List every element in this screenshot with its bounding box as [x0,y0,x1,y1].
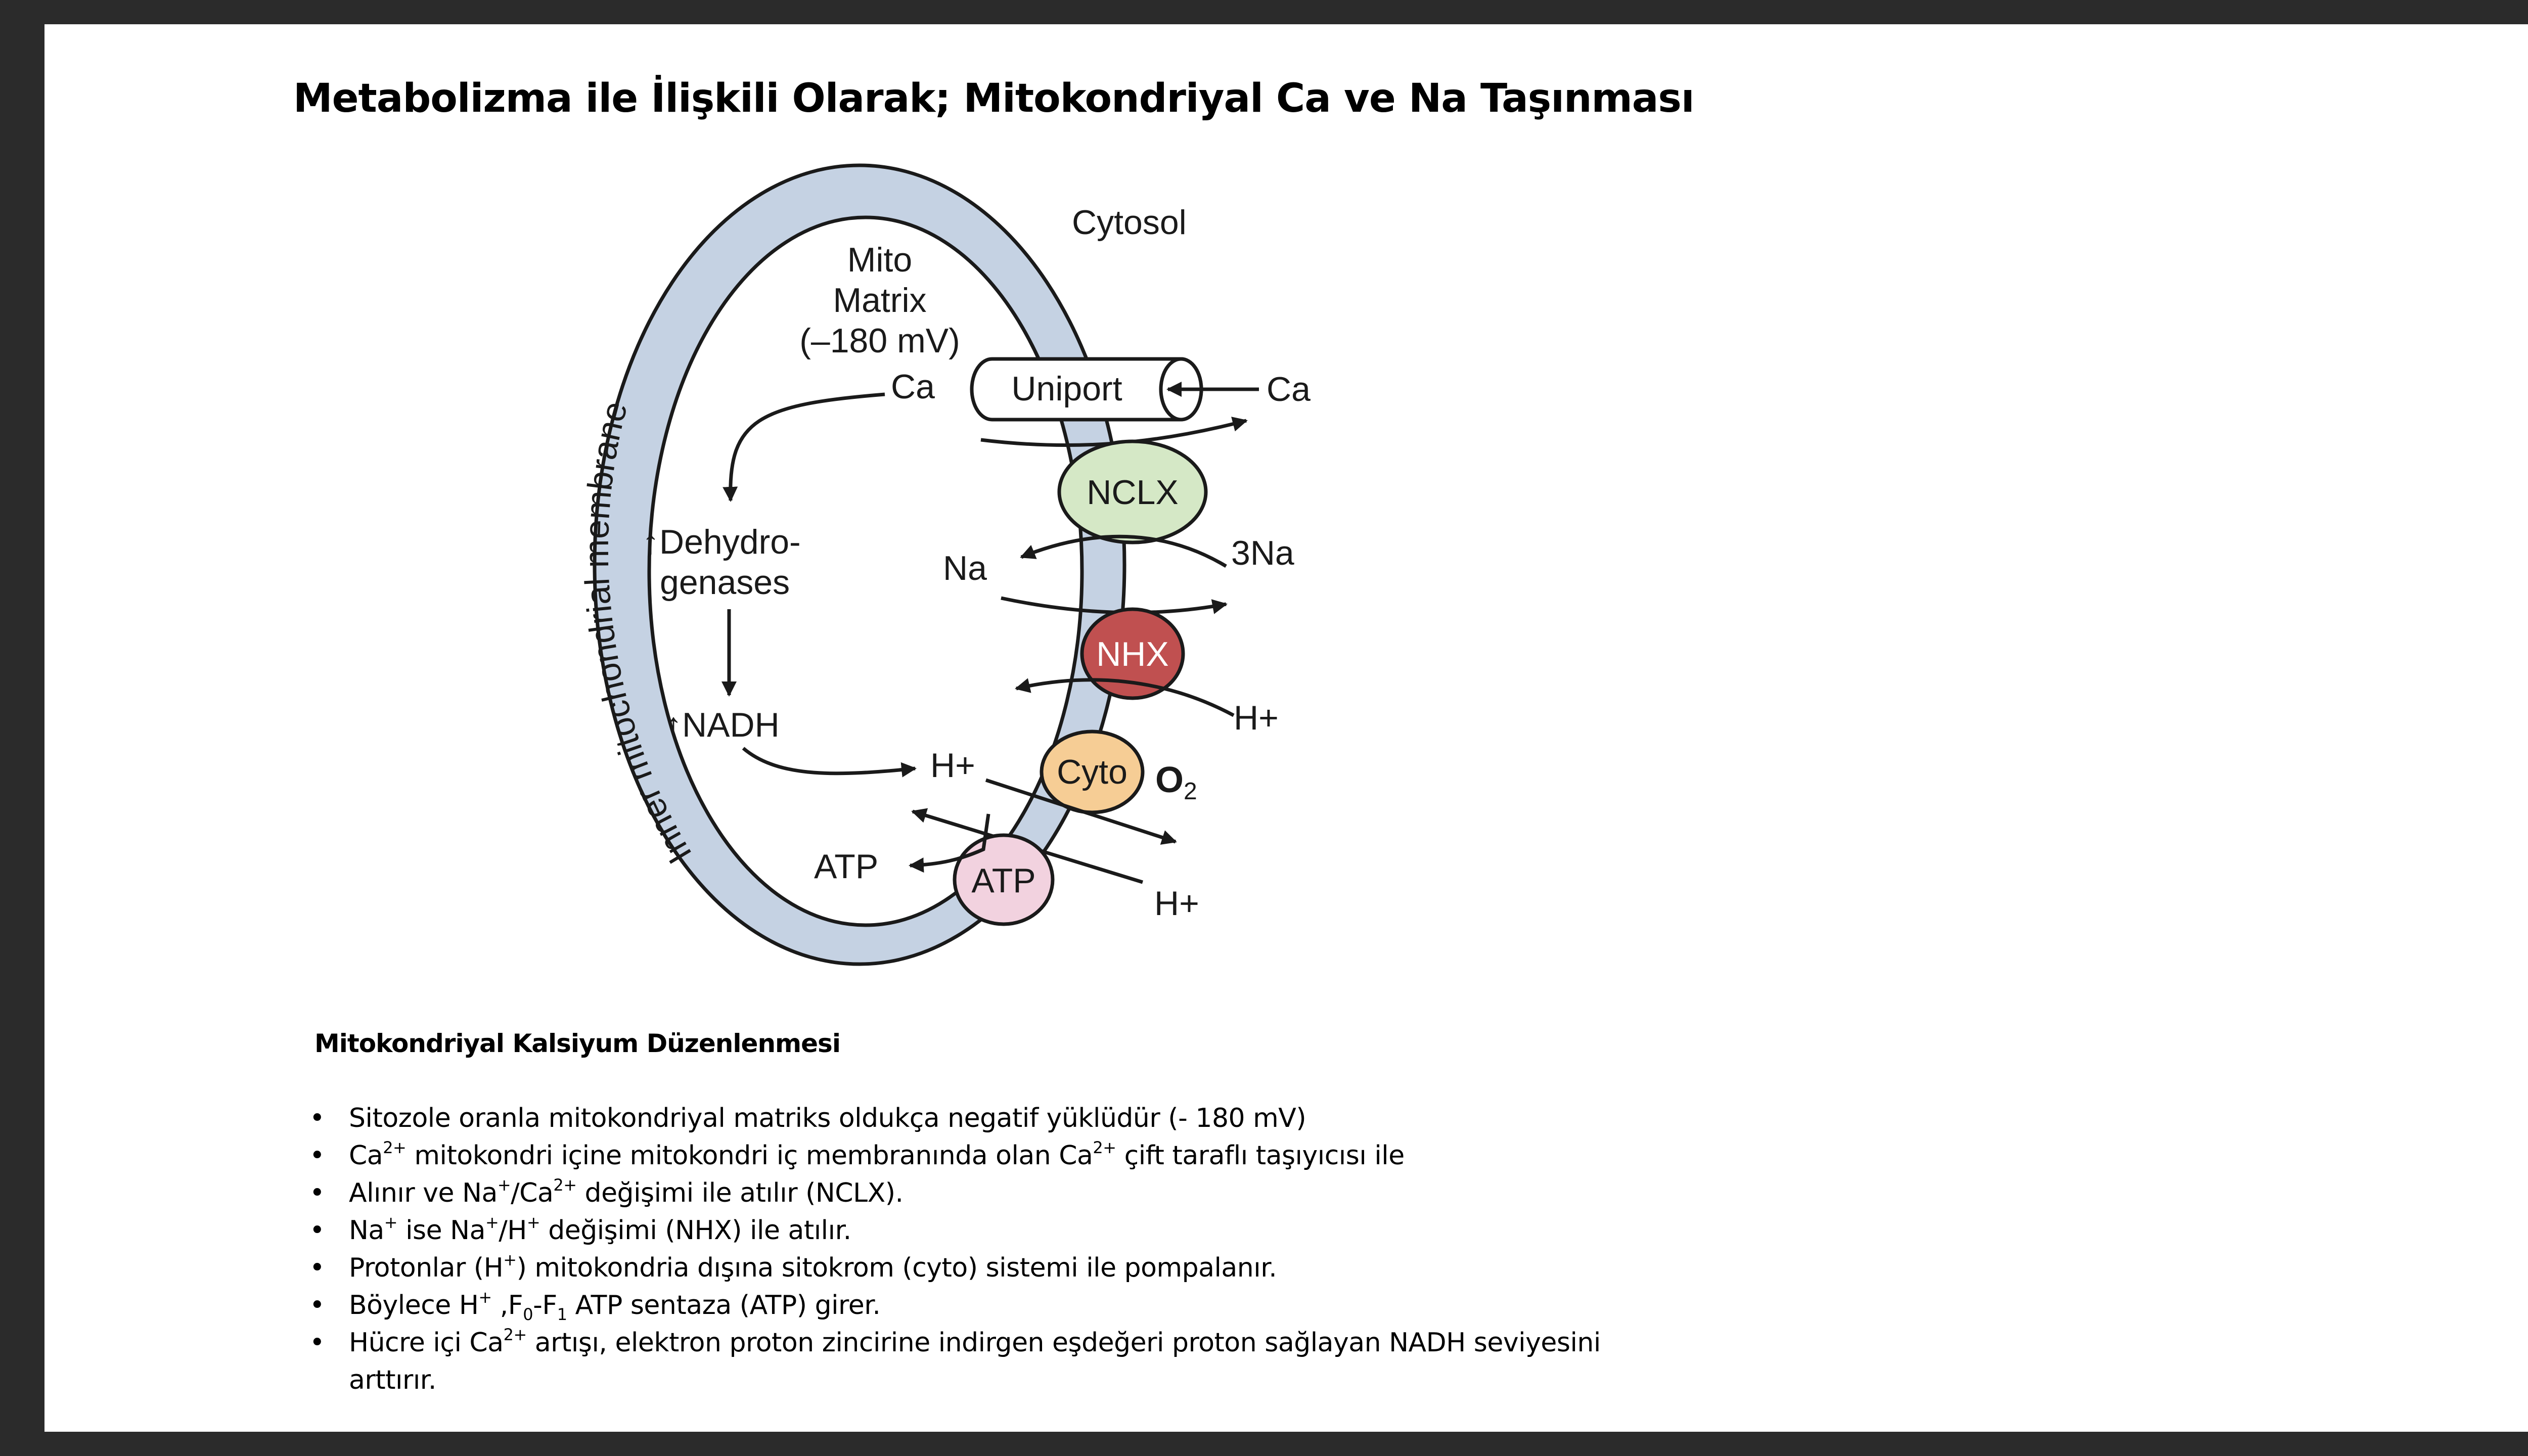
cytosol-label: Cytosol [1072,203,1187,242]
bullet-text: -F [533,1290,557,1321]
bullet-text: Hücre içi Ca [349,1328,504,1358]
bullet-text: mitokondri içine mitokondri iç membranın… [406,1141,1093,1171]
superscript: + [503,1250,517,1269]
cytochrome-complex [1040,730,1145,814]
uniport-label: Uniport [1011,370,1122,408]
atp-synthase-label: ATP [971,861,1035,900]
superscript: 2+ [553,1175,577,1195]
bullet-text: Sitozole oranla mitokondriyal matriks ol… [349,1103,1306,1133]
ca-to-dehydrogenase-arrow [723,392,885,502]
bullet-item: Sitozole oranla mitokondriyal matriks ol… [308,1100,1663,1137]
bullet-text: Na [349,1215,384,1246]
bullet-item: Hücre içi Ca2+ artışı, elektron proton z… [308,1324,1663,1399]
bullet-text: ) mitokondria dışına sitokrom (cyto) sis… [516,1253,1277,1283]
bullet-text: ATP sentaza (ATP) girer. [567,1290,881,1321]
h-matrix-label: H+ [930,746,975,785]
superscript: + [384,1213,398,1232]
subscript: 0 [523,1305,533,1324]
oxygen-label: O2 [1155,760,1197,805]
bullet-text: Ca [349,1141,383,1171]
superscript: + [485,1213,499,1232]
dehydrogenases-label-line1: ↑Dehydro- [642,523,801,561]
bullet-text: ise Na [397,1215,485,1246]
three-na-label: 3Na [1231,534,1294,572]
bullet-text: değişimi ile atılır (NCLX). [576,1178,904,1208]
matrix-label-line1: Mito [847,241,912,279]
bullet-text: ,F [491,1290,523,1321]
bullet-list: Sitozole oranla mitokondriyal matriks ol… [308,1100,1663,1399]
nadh-to-h-arrow [742,747,917,778]
nclx-na-in-arrow [1020,534,1227,568]
nclx-label: NCLX [1087,473,1178,512]
superscript: 2+ [383,1138,407,1157]
bullet-text: değişimi (NHX) ile atılır. [540,1215,851,1246]
h-bottom-label: H+ [1154,884,1199,923]
subscript: 1 [557,1305,567,1324]
cyto-h-pump-arrow [985,778,1177,845]
superscript: 2+ [503,1325,527,1344]
superscript: + [526,1213,540,1232]
section-heading: Mitokondriyal Kalsiyum Düzenlenmesi [314,1029,841,1058]
bullet-item: Protonlar (H+) mitokondria dışına sitokr… [308,1249,1663,1287]
matrix-label-line2: Matrix [833,281,926,320]
bullet-item: Na+ ise Na+/H+ değişimi (NHX) ile atılır… [308,1212,1663,1249]
bullet-item: Böylece H+ ,F0-F1 ATP sentaza (ATP) gire… [308,1287,1663,1324]
bullet-text: /Ca [511,1178,554,1208]
bullet-item: Ca2+ mitokondri içine mitokondri iç memb… [308,1137,1663,1174]
na-matrix-label: Na [943,549,987,587]
bullet-text: Böylece H [349,1290,479,1321]
nhx-label: NHX [1096,635,1169,673]
ca-matrix-label: Ca [891,368,935,406]
dehydrogenases-label-line2: genases [660,563,790,602]
bullet-text: artışı, elektron proton zincirine indirg… [349,1328,1601,1395]
bullet-text: çift taraflı taşıyıcısı ile [1116,1141,1405,1171]
superscript: + [497,1175,511,1195]
nhx-exchanger [1080,607,1185,700]
superscript: + [478,1288,492,1307]
superscript: 2+ [1093,1138,1116,1157]
nadh-label: ↑NADH [665,706,780,744]
page-title: Metabolizma ile İlişkili Olarak; Mitokon… [293,76,1695,121]
cyto-label: Cyto [1057,753,1127,791]
bullet-item: Alınır ve Na+/Ca2+ değişimi ile atılır (… [308,1174,1663,1212]
h-nhx-label: H+ [1234,699,1279,737]
bullet-text: Alınır ve Na [349,1178,498,1208]
atp-synthase [953,833,1055,926]
nclx-exchanger [1057,439,1208,544]
ca-cytosol-label: Ca [1267,370,1311,408]
bullet-text: Protonlar (H [349,1253,504,1283]
atp-output-arrow [909,813,990,873]
matrix-potential: (–180 mV) [799,322,960,360]
bullet-text: /H [499,1215,527,1246]
nhx-h-in-arrow [1015,678,1235,717]
atp-matrix-label: ATP [814,847,878,886]
